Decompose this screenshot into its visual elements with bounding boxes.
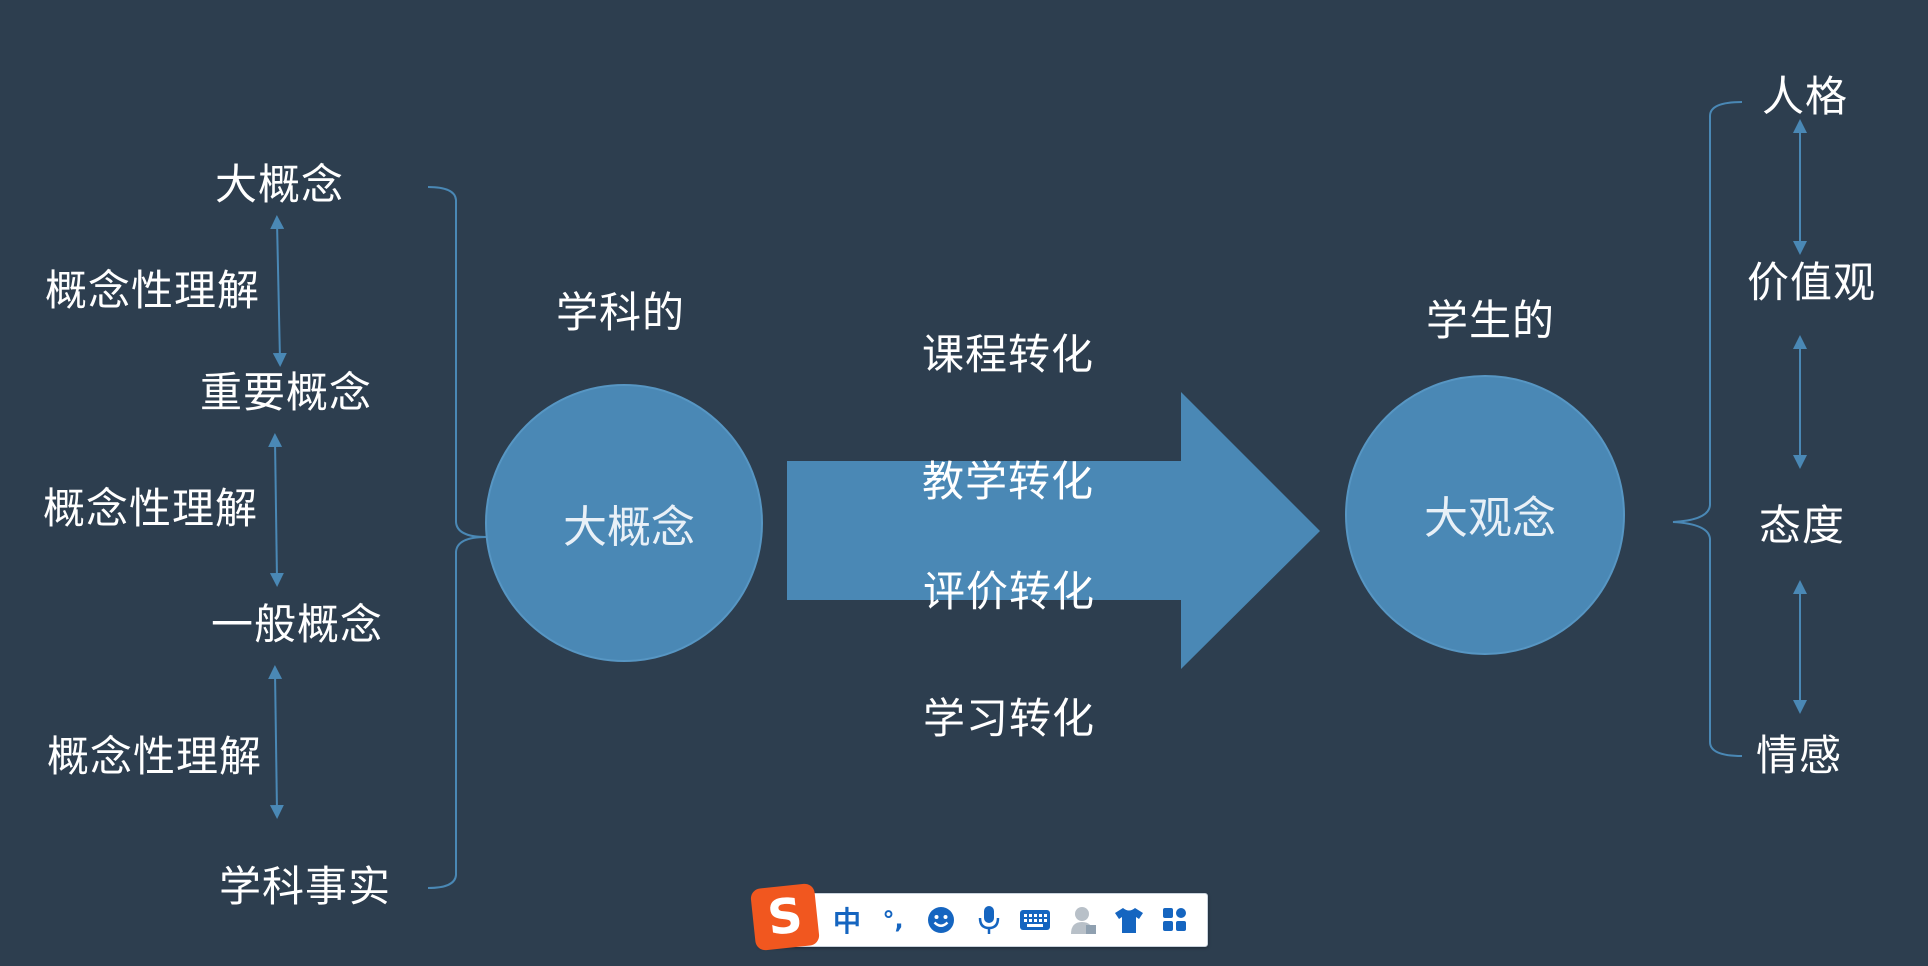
student-circle-label: 大观念: [1424, 493, 1556, 544]
transformation-learning: 学习转化: [923, 694, 1096, 743]
subject-circle: [485, 384, 763, 662]
subject-circle-label: 大概念: [563, 502, 695, 553]
ime-mode-toggle[interactable]: 中: [832, 905, 861, 938]
transformation-assessment: 评价转化: [923, 567, 1096, 616]
relation-label-2: 概念性理解: [43, 484, 259, 533]
transformation-teaching: 教学转化: [922, 457, 1095, 506]
left-arrow-3: [268, 665, 284, 819]
keyboard-icon[interactable]: [1015, 902, 1055, 938]
level-general-concept: 一般概念: [211, 600, 384, 649]
level-emotion: 情感: [1756, 731, 1843, 780]
transformation-arrow: [787, 392, 1320, 669]
ime-logo-icon[interactable]: S: [749, 882, 821, 952]
student-circle: [1345, 375, 1625, 655]
level-personality: 人格: [1762, 72, 1849, 121]
relation-label-1: 概念性理解: [45, 266, 261, 315]
ime-punctuation-toggle[interactable]: °,: [882, 906, 904, 934]
student-caption: 学生的: [1426, 296, 1556, 345]
right-brace: [1672, 101, 1743, 757]
microphone-icon[interactable]: [969, 902, 1009, 938]
left-brace: [427, 186, 487, 889]
apps-grid-icon[interactable]: [1155, 902, 1195, 938]
left-arrow-1: [270, 215, 287, 367]
level-attitude: 态度: [1759, 501, 1846, 550]
transformation-curriculum: 课程转化: [922, 330, 1095, 379]
user-icon[interactable]: [1063, 902, 1103, 938]
level-important-concept: 重要概念: [200, 368, 373, 417]
emoji-icon[interactable]: [921, 902, 961, 938]
ime-toolbar[interactable]: S 中 °,: [749, 882, 1208, 952]
left-arrow-2: [268, 433, 284, 587]
level-values: 价值观: [1747, 258, 1877, 307]
relation-label-3: 概念性理解: [47, 732, 263, 781]
subject-caption: 学科的: [556, 288, 686, 337]
level-subject-facts: 学科事实: [219, 862, 392, 911]
skin-shirt-icon[interactable]: [1109, 902, 1149, 938]
level-big-concept: 大概念: [215, 160, 345, 209]
